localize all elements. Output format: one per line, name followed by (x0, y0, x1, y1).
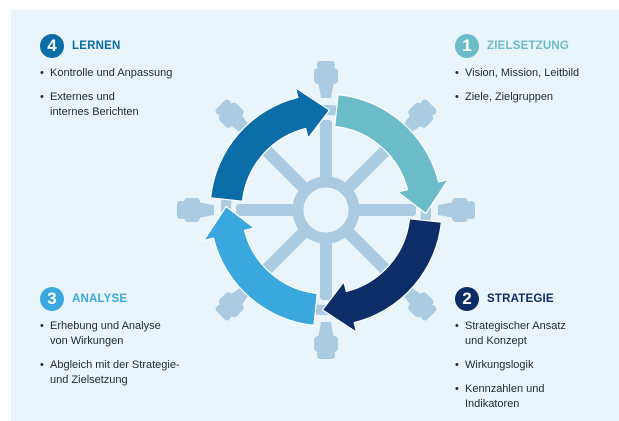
step-3-item: Abgleich mit der Strategie- und Zielsetz… (40, 358, 180, 388)
cycle-arrow-lernen (210, 87, 331, 202)
step-3-title: ANALYSE (72, 293, 128, 305)
step-3-block: 3 ANALYSE Erhebung und Analyse von Wirku… (40, 287, 180, 397)
cycle-arrow-analyse (203, 205, 318, 326)
step-1-item: Ziele, Zielgruppen (455, 90, 579, 105)
wheel-hub-center (306, 190, 346, 230)
step-4-block: 4 LERNEN Kontrolle und Anpassung Externe… (40, 34, 172, 129)
step-4-badge: 4 (40, 34, 64, 58)
step-2-title: STRATEGIE (487, 293, 554, 305)
wheel-spoke (215, 228, 308, 321)
step-2-list: Strategischer Ansatz und Konzept Wirkung… (455, 319, 566, 412)
wheel-hub (292, 176, 360, 244)
step-2-block: 2 STRATEGIE Strategischer Ansatz und Kon… (455, 287, 566, 421)
cycle-arrow-strategie (321, 218, 442, 333)
step-1-block: 1 ZIELSETZUNG Vision, Mission, Leitbild … (455, 34, 579, 114)
step-1-title: ZIELSETZUNG (487, 40, 570, 52)
step-4-item: Externes und internes Berichten (40, 90, 172, 120)
step-1-badge: 1 (455, 34, 479, 58)
step-1-item: Vision, Mission, Leitbild (455, 66, 579, 81)
step-3-list: Erhebung und Analyse von Wirkungen Abgle… (40, 319, 180, 388)
cycle-arrow-zielsetzung (334, 94, 449, 215)
step-3-badge: 3 (40, 287, 64, 311)
wheel-spoke (177, 198, 296, 222)
step-2-badge: 2 (455, 287, 479, 311)
step-4-list: Kontrolle und Anpassung Externes und int… (40, 66, 172, 120)
cycle-arrows (203, 87, 449, 333)
step-2-item: Kennzahlen und Indikatoren (455, 382, 566, 412)
wheel-spoke (356, 198, 475, 222)
step-1-list: Vision, Mission, Leitbild Ziele, Zielgru… (455, 66, 579, 105)
step-3-item: Erhebung und Analyse von Wirkungen (40, 319, 180, 349)
step-4-title: LERNEN (72, 40, 121, 52)
wheel-spoke (314, 240, 338, 359)
wheel-spoke (314, 61, 338, 180)
step-2-item: Wirkungslogik (455, 358, 566, 373)
step-2-item: Strategischer Ansatz und Konzept (455, 319, 566, 349)
step-4-item: Kontrolle und Anpassung (40, 66, 172, 81)
